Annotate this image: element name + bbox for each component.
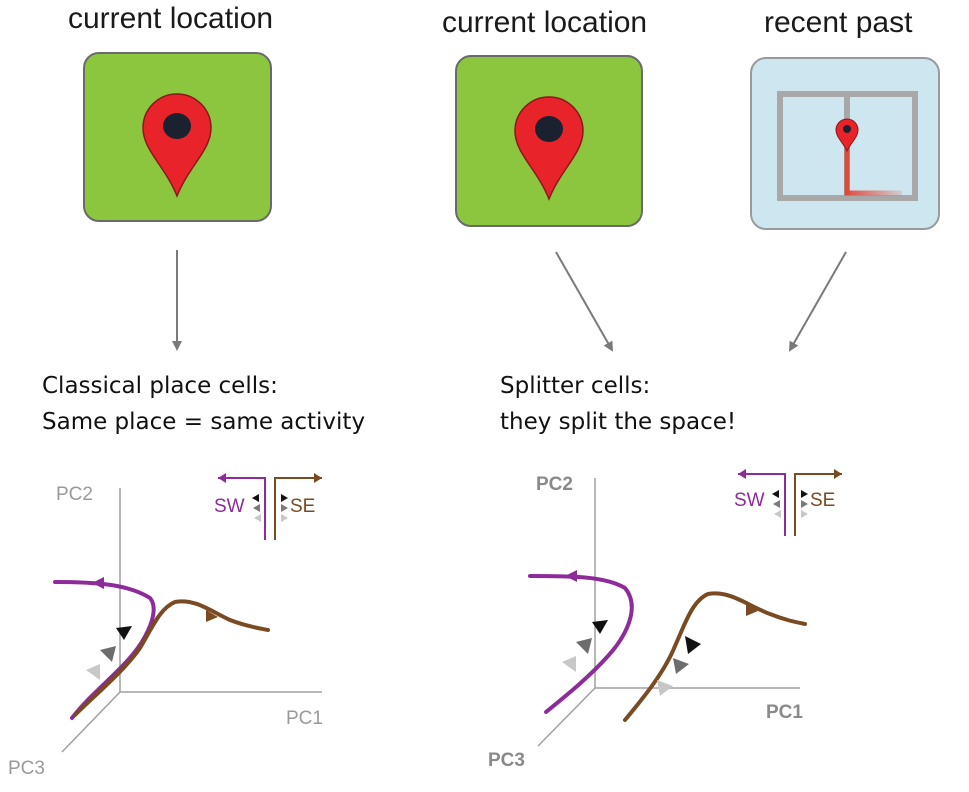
left-pca-plot-svg — [53, 473, 322, 753]
left-caption: Classical place cells: Same place = same… — [42, 368, 365, 440]
right-legend-se: SE — [810, 490, 836, 511]
left-location-tile — [83, 52, 272, 222]
right-heading-recent-past: recent past — [764, 6, 913, 39]
left-pc2-label: PC2 — [56, 484, 93, 505]
right-current-arrow — [555, 251, 613, 352]
left-legend-se: SE — [290, 496, 316, 517]
right-pc3-label: PC3 — [488, 750, 525, 771]
legend-direction-icons — [738, 469, 842, 536]
right-pca-plot: PC2 PC1 PC3 SW SE — [480, 466, 960, 786]
right-caption-line1: Splitter cells: — [500, 373, 651, 399]
right-location-tile — [455, 55, 643, 227]
right-caption: Splitter cells: they split the space! — [500, 368, 736, 440]
right-legend-sw: SW — [734, 490, 765, 511]
left-heading-current-location: current location — [68, 2, 274, 35]
left-legend-sw: SW — [214, 496, 245, 517]
left-caption-line2: Same place = same activity — [42, 409, 366, 435]
right-heading-current-location: current location — [442, 6, 648, 39]
sw-trajectory — [528, 574, 634, 714]
right-pc1-label: PC1 — [766, 702, 803, 723]
sw-trajectory — [53, 580, 156, 720]
left-pca-plot: PC2 PC1 PC3 SW SE — [0, 470, 460, 790]
se-trajectory — [623, 591, 807, 722]
right-pca-plot-svg — [528, 469, 842, 747]
pc3-axis — [61, 691, 121, 753]
left-pc3-label: PC3 — [8, 758, 45, 779]
maze-path-icon — [777, 91, 918, 201]
legend-direction-icons — [218, 473, 322, 540]
left-pc1-label: PC1 — [286, 708, 323, 729]
right-pc2-label: PC2 — [536, 474, 573, 495]
pc3-axis — [537, 687, 596, 747]
se-trajectory — [73, 599, 270, 717]
recent-past-tile — [750, 57, 940, 230]
map-pin-icon — [142, 93, 212, 199]
map-pin-icon — [514, 96, 584, 202]
right-caption-line2: they split the space! — [500, 409, 737, 435]
right-past-arrow — [789, 251, 847, 352]
left-caption-line1: Classical place cells: — [42, 373, 278, 399]
